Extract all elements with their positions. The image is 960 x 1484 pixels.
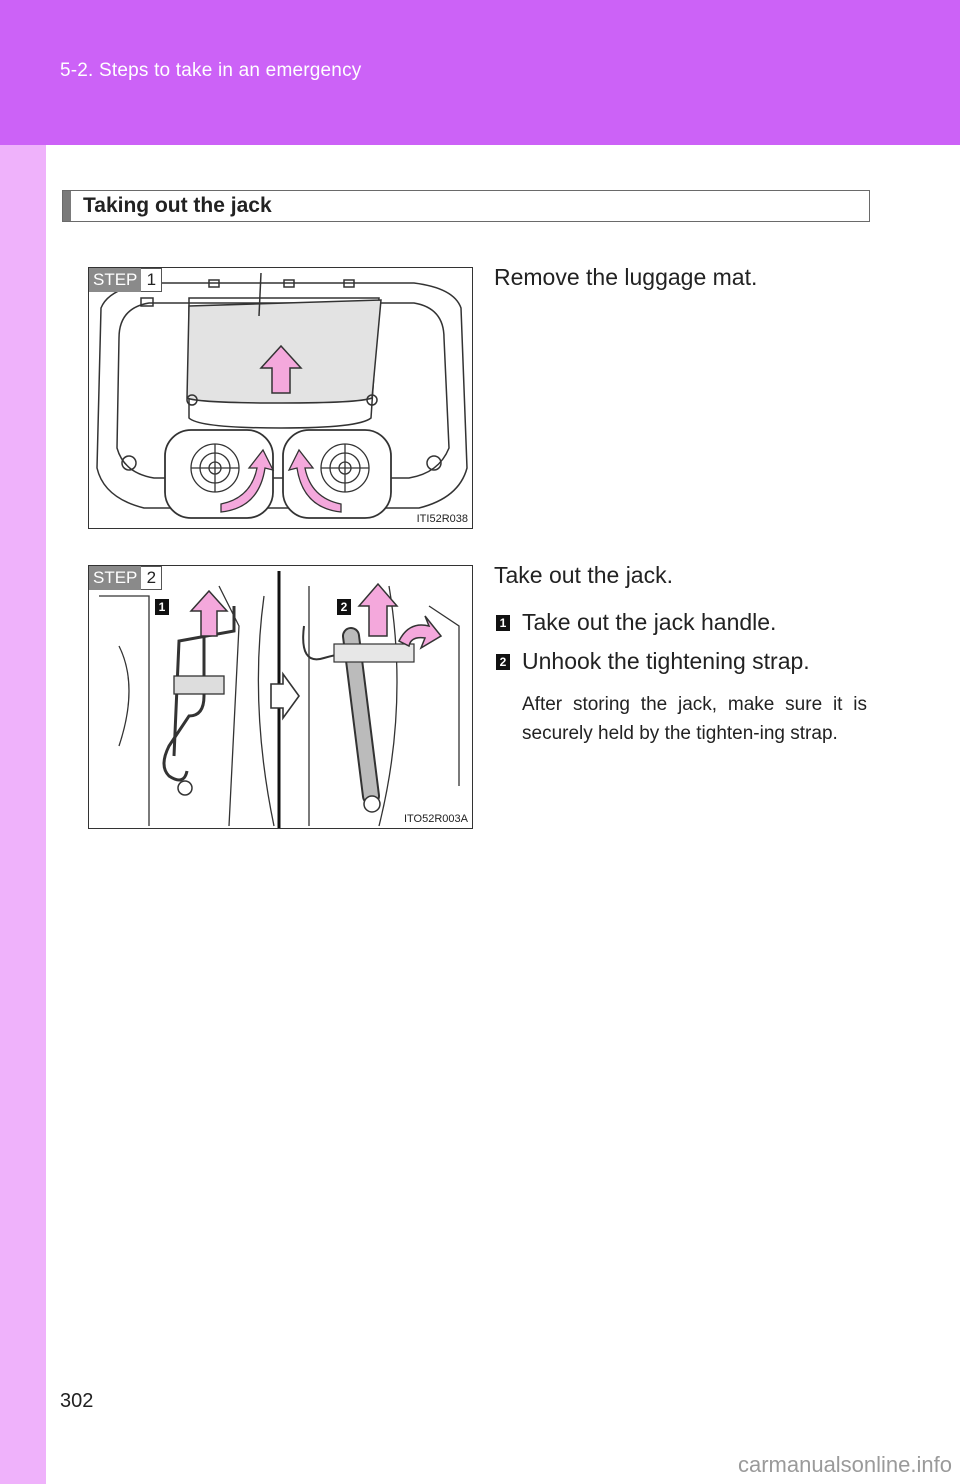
heading-accent-bar <box>63 191 71 221</box>
storage-note: After storing the jack, make sure it is … <box>522 694 867 744</box>
step1-text: Remove the luggage mat. <box>494 264 758 290</box>
side-band <box>0 145 46 1484</box>
luggage-mat-illustration <box>96 272 468 519</box>
step-word: STEP <box>89 268 142 292</box>
step1-tag: STEP 1 <box>89 268 163 292</box>
jack-illustration <box>99 571 460 828</box>
step-number: 2 <box>141 566 163 590</box>
substep-number-1: 1 <box>496 615 510 631</box>
marker-2: 2 <box>337 599 351 615</box>
heading-text: Taking out the jack <box>83 194 272 217</box>
step2-text: Take out the jack. <box>494 562 673 588</box>
page-number: 302 <box>60 1390 94 1412</box>
subsection-heading: Taking out the jack <box>62 190 870 222</box>
marker-1: 1 <box>155 599 169 615</box>
step-number: 1 <box>141 268 163 292</box>
step2-tag: STEP 2 <box>89 566 163 590</box>
step1-figure: STEP 1 ITI52R038 <box>88 267 473 529</box>
step-word: STEP <box>89 566 142 590</box>
step2-figure: 1 2 STEP 2 ITO52R003A <box>88 565 473 829</box>
substep-text-2: Unhook the tightening strap. <box>522 648 810 674</box>
figure-code: ITI52R038 <box>416 513 468 525</box>
substep-text-1: Take out the jack handle. <box>522 609 777 635</box>
figure-code: ITO52R003A <box>403 813 468 825</box>
watermark: carmanualsonline.info <box>737 1452 952 1477</box>
header-band <box>0 0 960 145</box>
section-title: 5-2. Steps to take in an emergency <box>60 60 362 81</box>
substep-number-2: 2 <box>496 654 510 670</box>
